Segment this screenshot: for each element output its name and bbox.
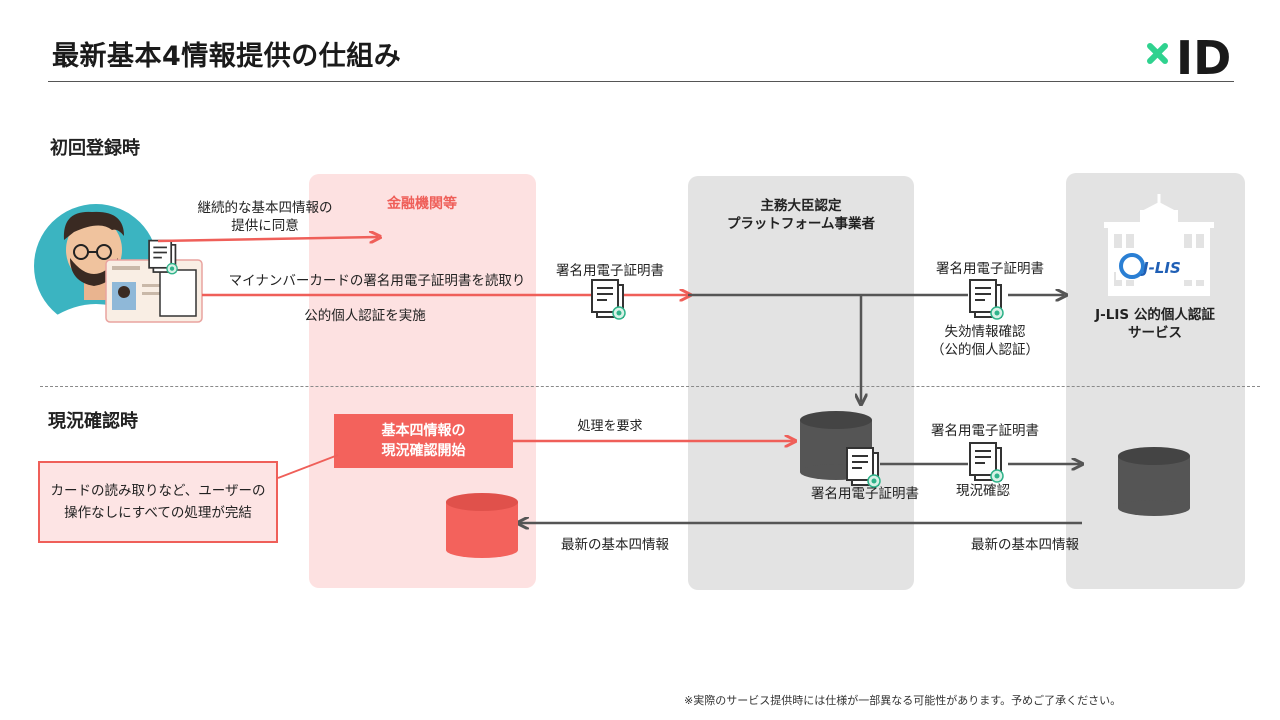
latest-info-label-jlis: 最新の基本四情報: [971, 537, 1079, 553]
jlis-building-icon: J-LIS: [1104, 194, 1214, 296]
certificate-icon: [591, 279, 626, 320]
platform-label-line1: 主務大臣認定: [760, 198, 842, 214]
certificate-icon: [969, 442, 1004, 483]
consent-arrow: [157, 237, 378, 241]
certificate-icon: [846, 447, 881, 488]
certificate-icon: [969, 279, 1004, 320]
callout-connector: [277, 454, 339, 479]
section-divider: [40, 386, 1260, 387]
stored-cert-label: 署名用電子証明書: [811, 486, 919, 502]
consent-label: 継続的な基本四情報の 提供に同意: [160, 199, 370, 235]
platform-label-line2: プラットフォーム事業者: [726, 216, 876, 233]
xid-logo: ID: [1146, 30, 1242, 85]
financial-institution-label: 金融機関等: [387, 196, 457, 212]
start-box-line2: 現況確認開始: [381, 443, 466, 459]
read-card-label: マイナンバーカードの署名用電子証明書を読取り: [228, 273, 526, 289]
revocation-line2: （公的個人認証）: [931, 342, 1039, 359]
perform-auth-label: 公的個人認証を実施: [304, 308, 426, 324]
revocation-check-label: 失効情報確認 （公的個人認証）: [915, 323, 1055, 359]
mynumber-card-icon: [105, 239, 203, 323]
page-title: 最新基本4情報提供の仕組み: [52, 41, 402, 72]
no-user-action-callout: カードの読み取りなど、ユーザーの 操作なしにすべての処理が完結: [38, 461, 278, 543]
cert-label-to-jlis: 署名用電子証明書: [936, 261, 1044, 277]
jlis-label-line1: J-LIS 公的個人認証: [1095, 307, 1215, 323]
logo-id-text: ID: [1176, 31, 1231, 80]
title-divider: [48, 81, 1234, 82]
section-status-check: 現況確認時: [48, 411, 138, 432]
callout-line1: カードの読み取りなど、ユーザーの: [50, 483, 266, 499]
logo-x-icon: [1147, 43, 1168, 64]
latest-info-label-fin: 最新の基本四情報: [561, 537, 669, 553]
platform-operator-column: [688, 176, 914, 590]
financial-database-icon: [446, 493, 518, 558]
cert-label-current: 署名用電子証明書: [931, 423, 1039, 439]
consent-line1: 継続的な基本四情報の: [197, 200, 333, 216]
status-check-start-box: 基本四情報の 現況確認開始: [334, 414, 513, 468]
jlis-database-icon: [1118, 447, 1190, 516]
jlis-service-label: J-LIS 公的個人認証 サービス: [1070, 306, 1240, 342]
revocation-line1: 失効情報確認: [944, 324, 1026, 340]
status-check-label: 現況確認: [956, 483, 1010, 499]
consent-line2: 提供に同意: [231, 218, 299, 235]
jlis-label-line2: サービス: [1128, 325, 1182, 342]
disclaimer-footnote: ※実際のサービス提供時には仕様が一部異なる可能性があります。予めご了承ください。: [684, 694, 1122, 707]
platform-operator-label: 主務大臣認定 プラットフォーム事業者: [696, 197, 906, 233]
cert-label-initial: 署名用電子証明書: [556, 263, 664, 279]
jlis-logo-text: J-LIS: [1140, 259, 1181, 277]
request-processing-label: 処理を要求: [577, 419, 643, 434]
callout-line2: 操作なしにすべての処理が完結: [64, 505, 252, 521]
section-initial-registration: 初回登録時: [50, 138, 140, 159]
start-box-line1: 基本四情報の: [381, 423, 466, 439]
